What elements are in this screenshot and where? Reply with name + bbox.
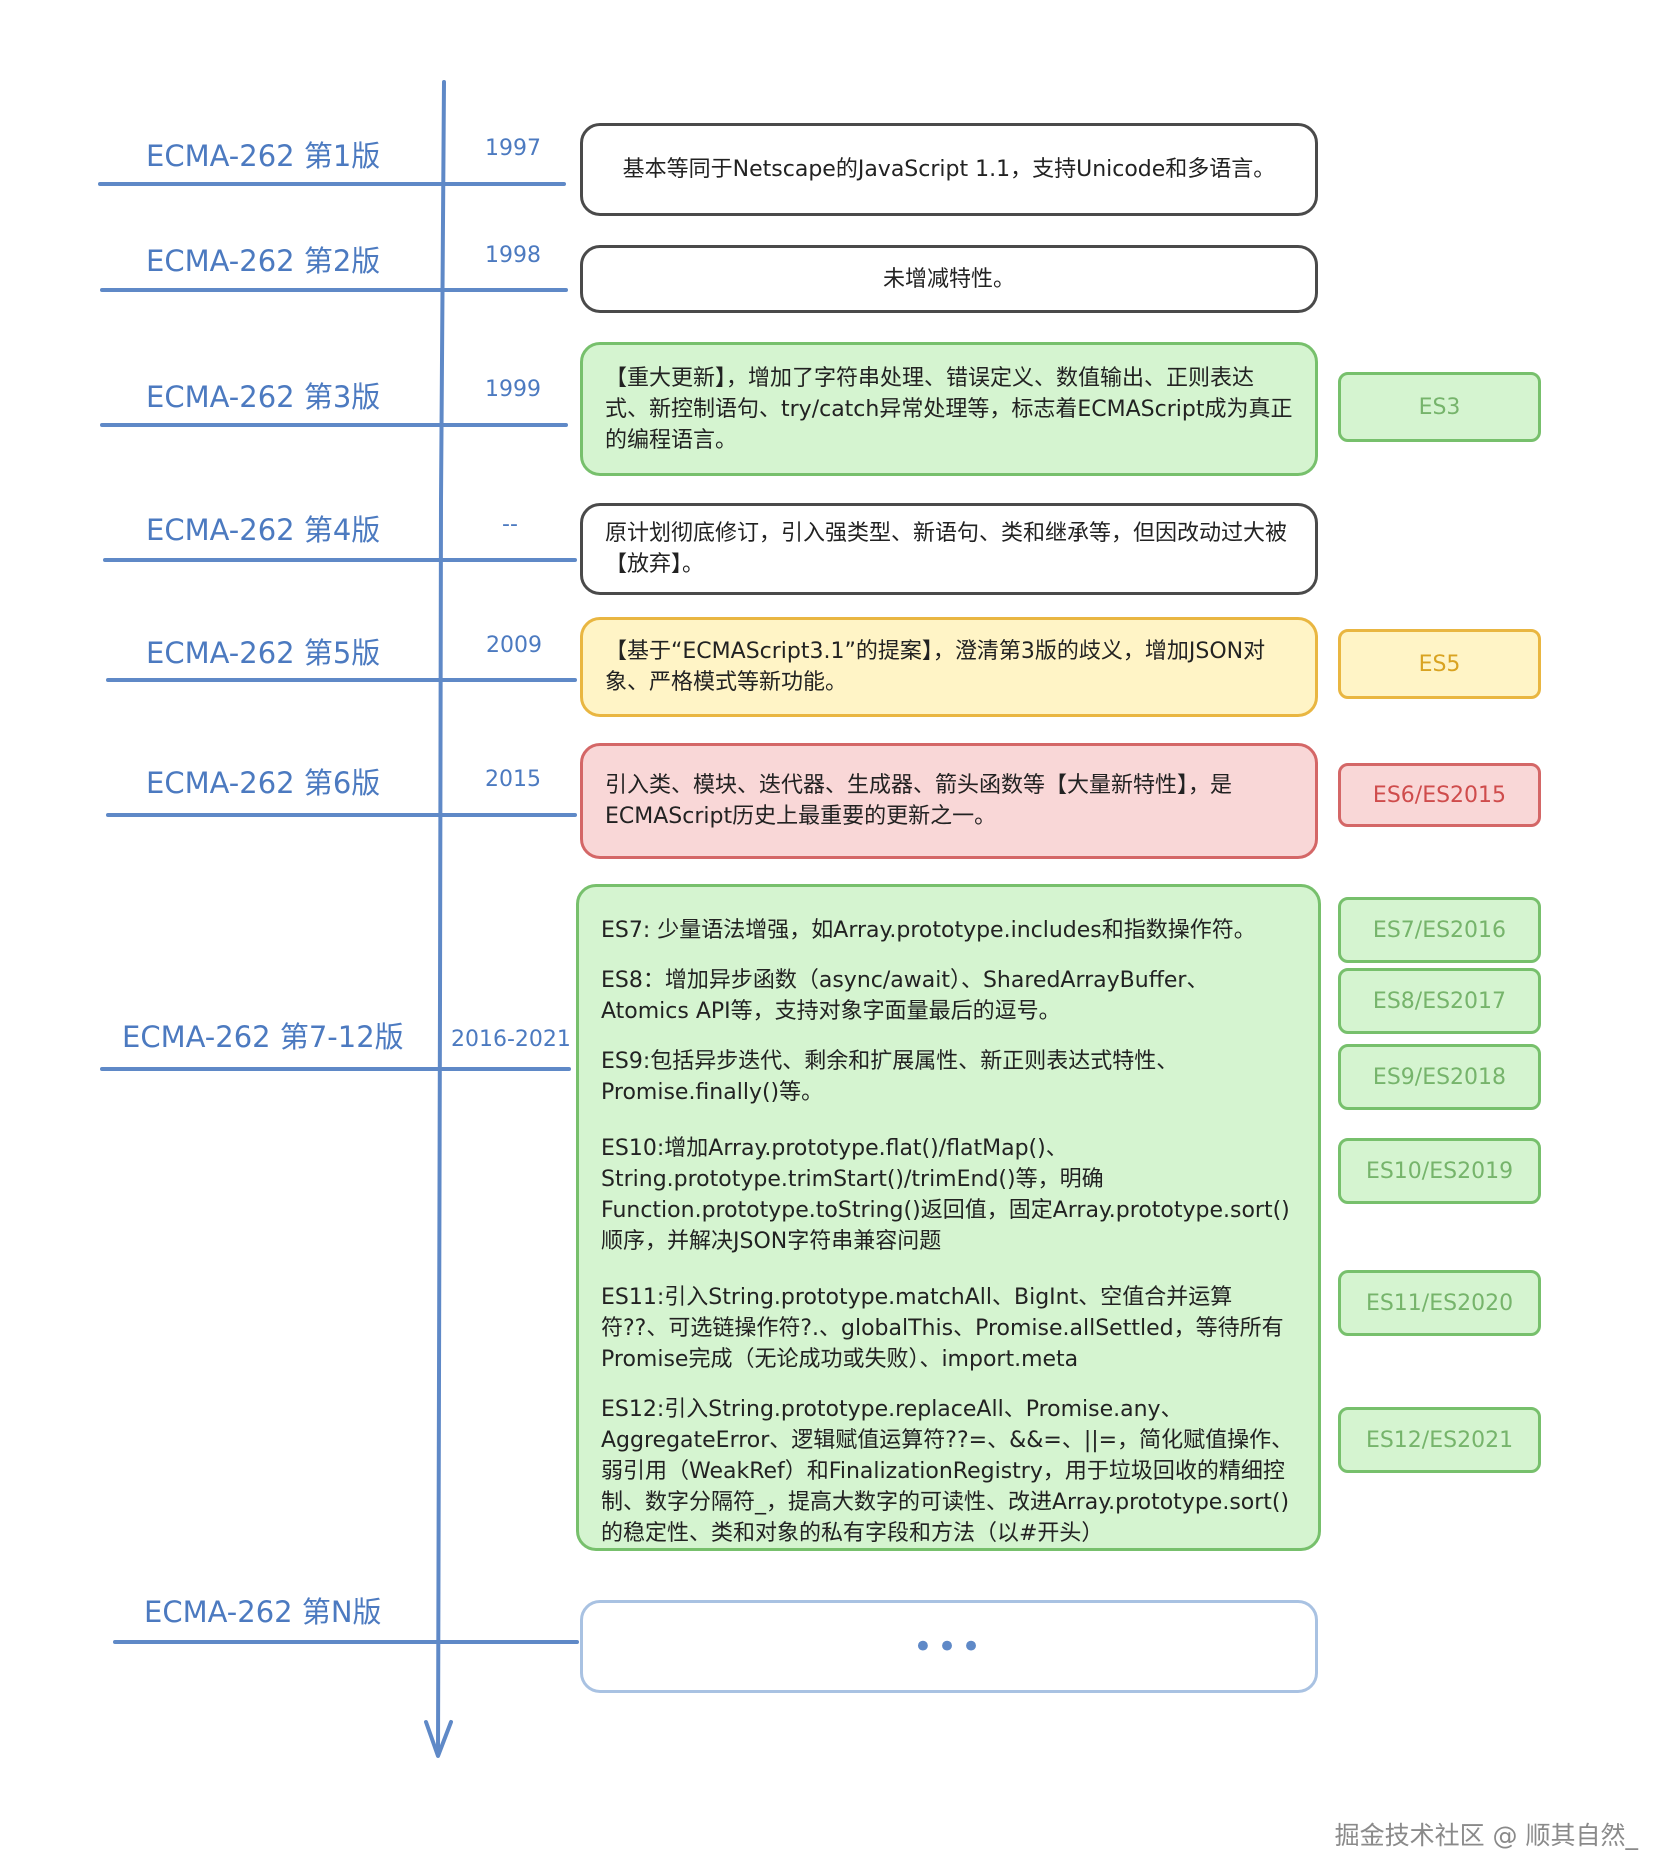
- ellipsis-icon: •••: [912, 1626, 986, 1667]
- es11-feature-text: ES11:引入String.prototype.matchAll、BigInt、…: [601, 1285, 1284, 1372]
- edition-3-description: 【重大更新】，增加了字符串处理、错误定义、数值输出、正则表达式、新控制语句、tr…: [580, 342, 1318, 476]
- edition-3-year: 1999: [485, 377, 541, 402]
- tag-es12-es2021: ES12/ES2021: [1338, 1407, 1541, 1473]
- edition-3-description-text: 【重大更新】，增加了字符串处理、错误定义、数值输出、正则表达式、新控制语句、tr…: [605, 365, 1293, 453]
- edition-5-year: 2009: [486, 633, 542, 658]
- edition-4-description-text: 原计划彻底修订，引入强类型、新语句、类和继承等，但因改动过大被【放弃】。: [605, 521, 1288, 577]
- edition-3-underline: [100, 423, 568, 427]
- edition-6-label: ECMA-262 第6版: [146, 766, 381, 800]
- edition-6-description-text: 引入类、模块、迭代器、生成器、箭头函数等【大量新特性】，是ECMAScript历…: [605, 773, 1233, 829]
- edition-5-label: ECMA-262 第5版: [146, 636, 381, 670]
- tag-es6-es2015: ES6/ES2015: [1338, 763, 1541, 827]
- edition-7-12-label: ECMA-262 第7-12版: [122, 1020, 404, 1054]
- edition-7-12-year: 2016-2021: [451, 1027, 571, 1052]
- edition-4-label: ECMA-262 第4版: [146, 513, 381, 547]
- edition-7-12-underline: [100, 1067, 571, 1071]
- edition-4-underline: [103, 558, 577, 562]
- es8-feature-text: ES8：增加异步函数（async/await）、SharedArrayBuffe…: [601, 968, 1209, 1024]
- tag-es3: ES3: [1338, 372, 1541, 442]
- edition-6-underline: [106, 813, 577, 817]
- edition-n-label: ECMA-262 第N版: [144, 1595, 382, 1629]
- edition-5-underline: [106, 678, 577, 682]
- tag-es10-es2019: ES10/ES2019: [1338, 1138, 1541, 1204]
- tag-es11-es2020: ES11/ES2020: [1338, 1270, 1541, 1336]
- edition-2-label: ECMA-262 第2版: [146, 244, 381, 278]
- edition-2-description-text: 未增减特性。: [882, 266, 1015, 292]
- edition-1-underline: [98, 182, 566, 186]
- timeline-arrow-head: [424, 1720, 453, 1758]
- edition-1-year: 1997: [485, 136, 541, 161]
- watermark: 掘金技术社区 @ 顺其自然_: [1334, 1821, 1638, 1850]
- edition-2-description: 未增减特性。: [580, 245, 1318, 313]
- edition-4-description: 原计划彻底修订，引入强类型、新语句、类和继承等，但因改动过大被【放弃】。: [580, 503, 1318, 595]
- edition-n-underline: [113, 1640, 579, 1644]
- edition-2-underline: [100, 288, 568, 292]
- edition-n-description: •••: [580, 1600, 1318, 1693]
- es10-feature-text: ES10:增加Array.prototype.flat()/flatMap()、…: [601, 1136, 1290, 1254]
- es12-feature-text: ES12:引入String.prototype.replaceAll、Promi…: [601, 1397, 1294, 1546]
- edition-2-year: 1998: [485, 243, 541, 268]
- edition-7-12-description: ES7: 少量语法增强，如Array.prototype.includes和指数…: [576, 884, 1321, 1551]
- edition-4-year: --: [502, 512, 518, 537]
- tag-es7-es2016: ES7/ES2016: [1338, 897, 1541, 963]
- edition-1-description: 基本等同于Netscape的JavaScript 1.1，支持Unicode和多…: [580, 123, 1318, 216]
- edition-1-description-text: 基本等同于Netscape的JavaScript 1.1，支持Unicode和多…: [622, 157, 1276, 182]
- edition-5-description-text: 【基于“ECMAScript3.1”的提案】，澄清第3版的歧义，增加JSON对象…: [605, 639, 1266, 695]
- tag-es8-es2017: ES8/ES2017: [1338, 968, 1541, 1034]
- tag-es9-es2018: ES9/ES2018: [1338, 1044, 1541, 1110]
- edition-5-description: 【基于“ECMAScript3.1”的提案】，澄清第3版的歧义，增加JSON对象…: [580, 617, 1318, 717]
- es7-feature-text: ES7: 少量语法增强，如Array.prototype.includes和指数…: [601, 918, 1256, 943]
- edition-6-description: 引入类、模块、迭代器、生成器、箭头函数等【大量新特性】，是ECMAScript历…: [580, 743, 1318, 859]
- tag-es5: ES5: [1338, 629, 1541, 699]
- es9-feature-text: ES9:包括异步迭代、剩余和扩展属性、新正则表达式特性、Promise.fina…: [601, 1049, 1179, 1105]
- edition-3-label: ECMA-262 第3版: [146, 380, 381, 414]
- timeline-axis-line: [436, 80, 446, 1757]
- edition-1-label: ECMA-262 第1版: [146, 139, 381, 173]
- edition-6-year: 2015: [485, 767, 541, 792]
